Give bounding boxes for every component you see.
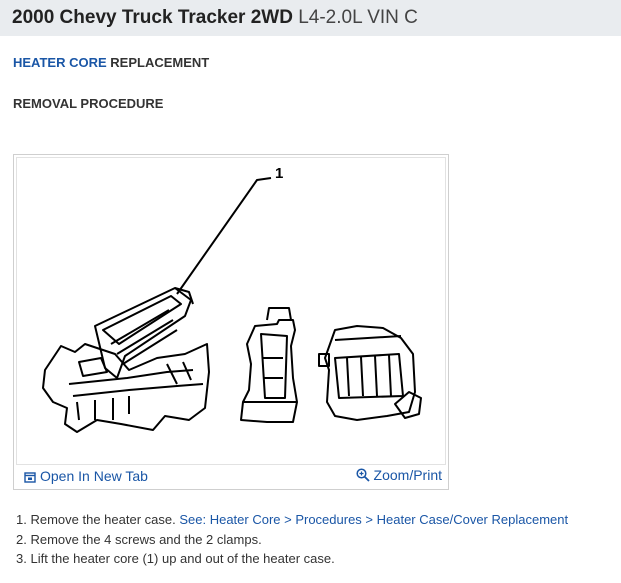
zoom-icon [355, 468, 370, 485]
step-3: 3. Lift the heater core (1) up and out o… [16, 549, 568, 569]
step-number: 2. [16, 531, 27, 547]
open-in-new-tab-label: Open In New Tab [40, 468, 148, 484]
section-heading-rest: REPLACEMENT [110, 55, 210, 70]
heater-case-replacement-link[interactable]: See: Heater Core > Procedures > Heater C… [179, 512, 569, 527]
heater-core-diagram: 1 [16, 157, 446, 465]
heater-core-link[interactable]: HEATER CORE [13, 55, 107, 70]
diagram-drawing: 1 [42, 165, 422, 433]
open-tab-icon [24, 470, 36, 486]
step-number: 1. [16, 512, 27, 527]
vehicle-title: 2000 Chevy Truck Tracker 2WD [12, 7, 293, 28]
step-text: Remove the heater case. [30, 512, 176, 527]
section-heading: HEATER CORE REPLACEMENT [13, 55, 209, 70]
engine-subtitle: L4-2.0L VIN C [298, 7, 418, 28]
procedure-steps: 1. Remove the heater case. See: Heater C… [16, 510, 568, 569]
open-in-new-tab-link[interactable]: Open In New Tab [24, 468, 148, 486]
step-1: 1. Remove the heater case. See: Heater C… [16, 510, 568, 530]
zoom-print-label: Zoom/Print [373, 467, 442, 483]
figure-card: 1 Open In New Tab Zoom/Print [13, 154, 449, 490]
page-header: 2000 Chevy Truck Tracker 2WD L4-2.0L VIN… [0, 0, 621, 36]
callout-number: 1 [275, 165, 283, 182]
figure-footer: Open In New Tab Zoom/Print [14, 463, 448, 489]
zoom-print-link[interactable]: Zoom/Print [355, 467, 442, 485]
procedure-title: REMOVAL PROCEDURE [13, 96, 164, 111]
step-number: 3. [16, 551, 27, 566]
page-title: 2000 Chevy Truck Tracker 2WD L4-2.0L VIN… [12, 7, 418, 29]
step-2: 2. Remove the 4 screws and the 2 clamps. [16, 530, 568, 550]
step-text: Lift the heater core (1) up and out of t… [30, 551, 335, 566]
step-text: Remove the 4 screws and the 2 clamps. [30, 531, 262, 547]
